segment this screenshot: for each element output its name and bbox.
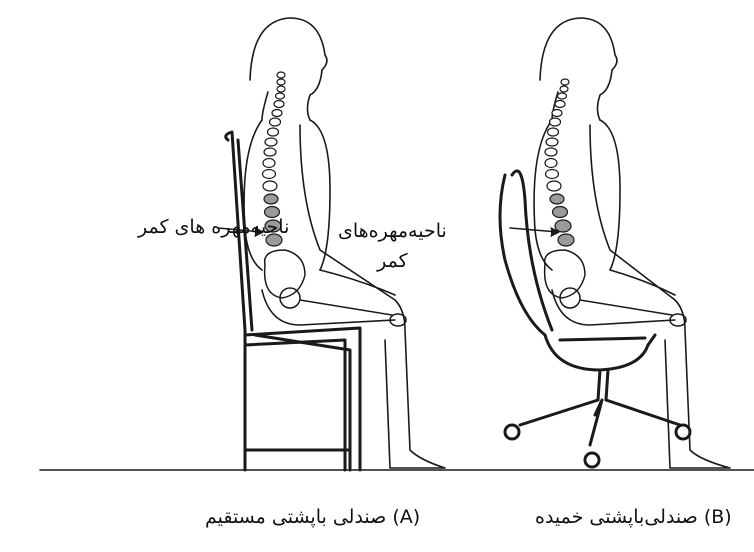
lumbar-region-label-b-line2: کمر (338, 246, 447, 276)
straight-back-chair (226, 132, 360, 470)
lumbar-region-label-a: ناحیه‌مهره های کمر (138, 216, 289, 238)
pelvis-b (545, 250, 686, 326)
lumbar-region-label-b: ناحیه‌مهره‌های کمر (338, 216, 447, 276)
caption-b: (B) صندلی‌باپشتی خمیده (535, 506, 732, 528)
curved-back-chair (500, 171, 690, 467)
caption-a: (A) صندلی باپشتی مستقیم (205, 506, 420, 528)
lumbar-region-label-b-line1: ناحیه‌مهره‌های (338, 216, 447, 246)
spine-b (545, 79, 574, 246)
